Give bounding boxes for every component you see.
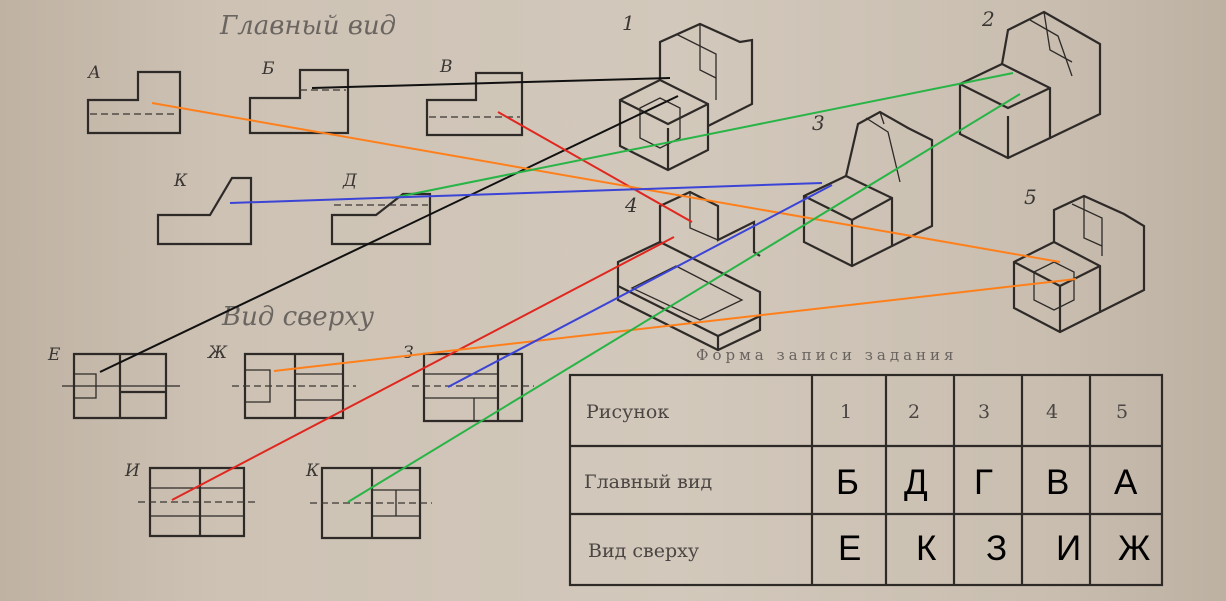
connector-blue-top-z: [447, 184, 833, 388]
column-header-1: 1: [840, 401, 852, 423]
top-view-i: И: [124, 461, 256, 538]
isometric-part-4: 4: [616, 190, 762, 352]
front-label-a: А: [87, 63, 101, 83]
front-label-b: Б: [261, 59, 275, 79]
figure-number-1: 1: [622, 11, 635, 35]
top-answer-5: Ж: [1118, 529, 1150, 568]
table-caption: Форма записи задания: [696, 346, 958, 364]
front-answer-3: Г: [974, 463, 993, 502]
top-answer-4: И: [1056, 529, 1081, 568]
figure-number-3: 3: [812, 111, 825, 135]
connector-red-front-v: [497, 111, 693, 223]
row-header-top: Вид сверху: [588, 540, 699, 562]
isometric-part-5: 5: [1012, 185, 1146, 334]
connector-blue-front-k: [229, 182, 823, 204]
front-answer-5: А: [1114, 463, 1138, 502]
front-view-k: К: [156, 171, 253, 246]
front-answer-2: Д: [904, 463, 928, 502]
front-view-d: Д: [330, 171, 432, 246]
top-label-k: К: [305, 461, 320, 481]
column-header-2: 2: [908, 401, 920, 423]
column-header-3: 3: [978, 401, 990, 423]
connector-orange-top-zh: [273, 278, 1077, 372]
front-view-a: А: [86, 63, 182, 135]
top-answer-2: К: [916, 529, 937, 568]
figure-number-5: 5: [1024, 185, 1037, 209]
top-view-zh: Ж: [207, 343, 356, 420]
front-view-heading: Главный вид: [219, 11, 396, 41]
figure-number-4: 4: [624, 193, 638, 217]
top-view-k: К: [305, 461, 432, 540]
front-label-d: Д: [342, 171, 358, 191]
connector-lines: [99, 72, 1077, 503]
connector-orange-front-a: [151, 102, 1061, 263]
row-header-front: Главный вид: [584, 471, 712, 493]
top-view-e: Е: [47, 345, 180, 420]
top-answer-3: З: [986, 529, 1007, 568]
isometric-part-3: 3: [802, 110, 934, 268]
front-view-v: В: [425, 57, 524, 137]
top-label-e: Е: [47, 345, 61, 365]
top-label-zh: Ж: [207, 343, 228, 363]
connector-red-top-i: [171, 236, 675, 501]
column-header-4: 4: [1046, 401, 1058, 423]
connector-black-top-e: [99, 95, 679, 373]
column-header-5: 5: [1116, 401, 1128, 423]
isometric-part-1: 1: [618, 11, 754, 172]
top-label-i: И: [124, 461, 141, 481]
top-view-heading: Вид сверху: [221, 302, 374, 332]
front-label-v: В: [439, 57, 453, 77]
front-answer-1: Б: [836, 463, 859, 502]
connector-green-top-k: [347, 93, 1021, 503]
answer-table: Рисунок Главный вид Вид сверху 1 2 3 4 5…: [568, 373, 1164, 587]
front-label-k: К: [173, 171, 188, 191]
isometric-part-2: 2: [958, 7, 1102, 160]
front-view-b: Б: [248, 59, 350, 135]
top-answer-1: Е: [838, 529, 861, 568]
row-header-figure: Рисунок: [586, 401, 669, 423]
front-answer-4: В: [1046, 463, 1069, 502]
connector-black-front-b: [311, 77, 671, 89]
top-label-z: З: [403, 343, 414, 363]
figure-number-2: 2: [981, 7, 995, 31]
connector-green-front-d: [391, 72, 1014, 199]
